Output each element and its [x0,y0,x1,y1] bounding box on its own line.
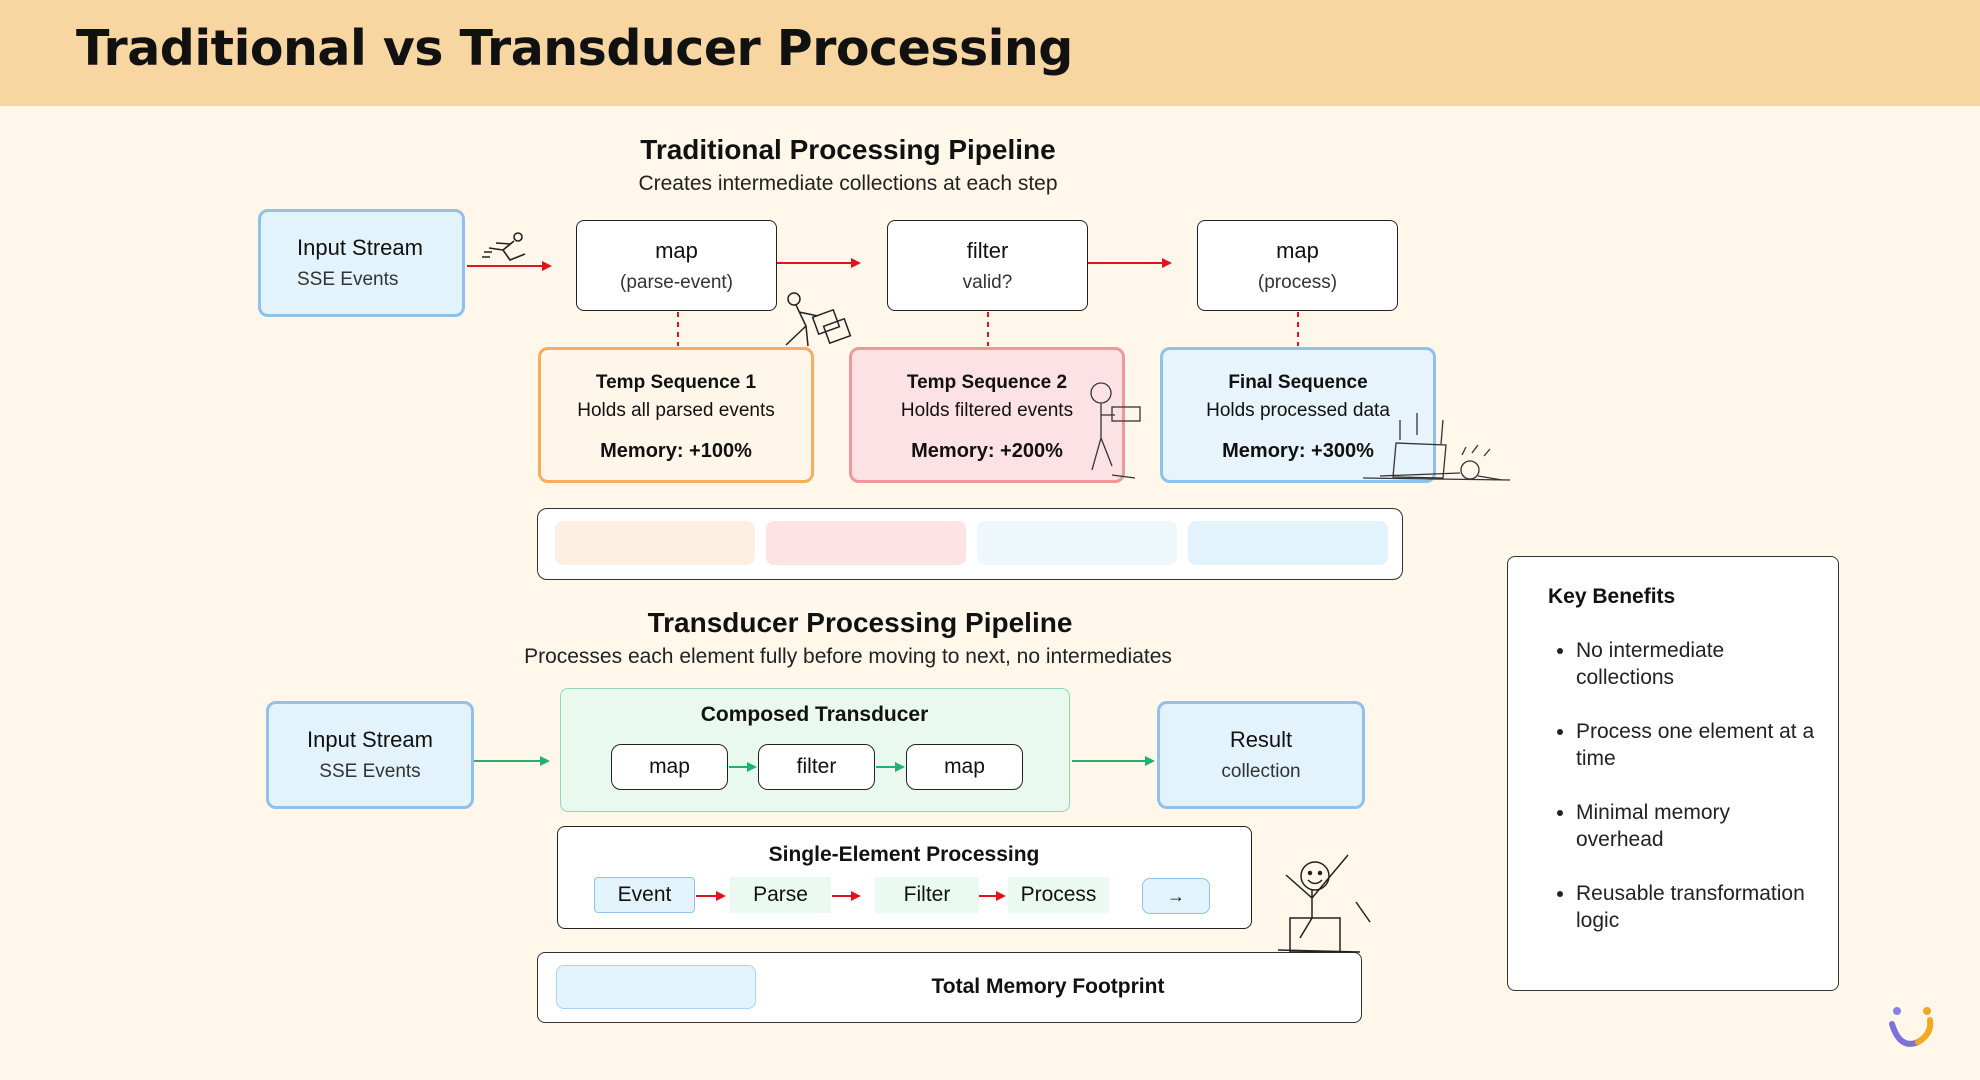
step-sub: (process) [1257,271,1338,293]
traditional-arrows [467,258,1172,271]
traditional-subtitle: Creates intermediate collections at each… [638,172,1058,195]
result-sub: collection [1221,761,1301,782]
step-sub: valid? [962,271,1013,293]
page-header: Traditional vs Transducer Processing [0,0,1980,106]
transducer-subtitle: Processes each element fully before movi… [524,645,1172,668]
benefit-item: Process one element at a time [1576,718,1816,772]
memory-segment-3 [977,521,1177,565]
step-title: map [655,237,698,263]
temp-title: Temp Sequence 2 [906,372,1068,393]
total-memory-footprint: Total Memory Footprint [537,952,1362,1023]
temp-desc: Holds all parsed events [577,400,775,421]
benefit-item: No intermediate collections [1576,637,1816,691]
temp-sequence-1: Temp Sequence 1 Holds all parsed events … [538,347,814,483]
temp-desc: Holds filtered events [900,400,1074,421]
memory-footprint-segment [556,965,756,1009]
traditional-memory-bar [537,508,1403,580]
benefit-item: Minimal memory overhead [1576,799,1816,853]
transducer-input-stream: Input Stream SSE Events [266,701,474,809]
memory-segment-2 [766,521,966,565]
carrying-box-figure-icon [785,292,852,347]
transducer-title: Transducer Processing Pipeline [647,607,1073,638]
key-benefits-list: No intermediate collections Process one … [1536,637,1816,961]
page-title: Traditional vs Transducer Processing [76,20,1073,77]
traditional-title: Traditional Processing Pipeline [640,134,1056,165]
collapsed-figure-icon [1362,413,1511,481]
temp-title: Temp Sequence 1 [595,372,757,393]
step-next-arrow: → [1142,878,1210,914]
result-title: Result [1229,727,1293,752]
transducer-chip-filter: filter [758,744,875,790]
final-sequence: Final Sequence Holds processed data Memo… [1160,347,1436,483]
step-parse: Parse [730,877,831,913]
step-filter: Filter [875,877,979,913]
result-box: Result collection [1157,701,1365,809]
transducer-arrows [474,756,1155,772]
temp-sequence-2: Temp Sequence 2 Holds filtered events Me… [849,347,1125,483]
happy-figure-icon [1277,854,1371,953]
step-title: map [1276,237,1319,263]
brand-logo-icon [1889,1007,1934,1047]
input-stream-sub: SSE Events [297,269,399,290]
input-stream-title: Input Stream [297,235,423,260]
traditional-input-stream: Input Stream SSE Events [258,209,465,317]
step-title: filter [966,237,1009,263]
memory-segment-4 [1188,521,1388,565]
input-stream-title: Input Stream [307,727,433,752]
memory-segment-1 [555,521,755,565]
memory-footprint-title: Total Memory Footprint [931,975,1165,998]
dashed-connectors [677,312,1299,346]
key-benefits-title: Key Benefits [1548,585,1676,608]
step-sub: (parse-event) [620,271,733,293]
running-figure-icon [482,232,526,261]
temp-title: Final Sequence [1228,372,1368,393]
transducer-chip-map-2: map [906,744,1023,790]
traditional-step-filter: filter valid? [887,220,1088,311]
single-element-title: Single-Element Processing [768,843,1040,866]
temp-memory: Memory: +300% [1222,440,1374,462]
temp-memory: Memory: +100% [600,440,752,462]
step-event: Event [594,877,695,913]
temp-memory: Memory: +200% [911,440,1063,462]
benefit-item: Reusable transformation logic [1576,880,1816,934]
composed-title: Composed Transducer [700,703,929,726]
temp-desc: Holds processed data [1206,400,1390,421]
key-benefits-panel: Key Benefits No intermediate collections… [1507,556,1839,991]
traditional-step-map-process: map (process) [1197,220,1398,311]
transducer-chip-map-1: map [611,744,728,790]
walking-box-figure-icon [1090,382,1141,479]
step-process: Process [1008,877,1109,913]
traditional-step-map-parse: map (parse-event) [576,220,777,311]
input-stream-sub: SSE Events [319,761,421,782]
